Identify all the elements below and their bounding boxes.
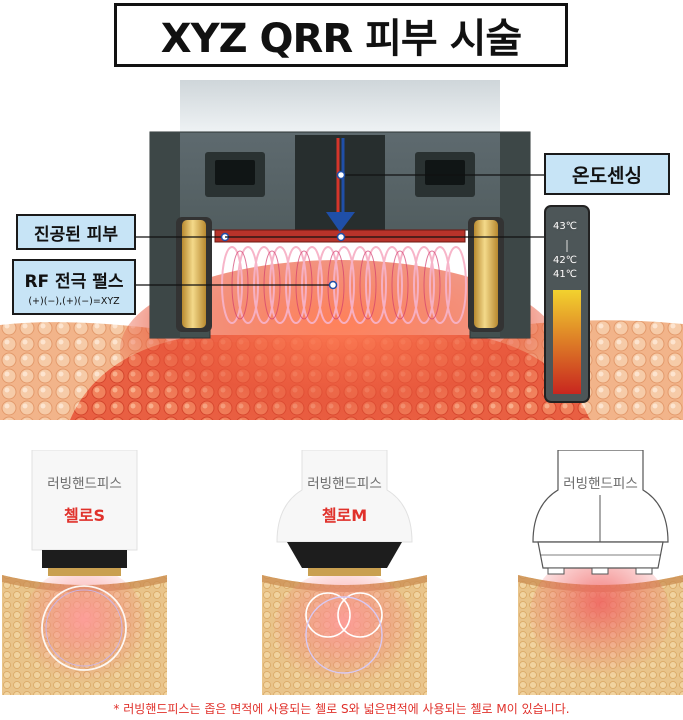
label-rf-pulse: RF 전극 펄스 (+)(−),(+)(−)=XYZ	[12, 259, 136, 315]
page-title: XYZ QRR 피부 시술	[160, 16, 522, 62]
label-vacuum-skin-text: 진공된 피부	[33, 224, 119, 245]
handpiece-panel-outline: 러빙핸드피스	[518, 450, 683, 695]
thermometer-label-low: 41℃	[553, 269, 577, 280]
label-temperature-sensing-text: 온도센싱	[572, 164, 642, 187]
panel-model-s: 첼로S	[64, 506, 105, 525]
footnote: * 러빙핸드피스는 좁은 면적에 사용되는 첼로 S와 넓은면적에 사용되는 첼…	[113, 702, 570, 716]
panel-label-outline: 러빙핸드피스	[563, 476, 638, 492]
panel-label-m: 러빙핸드피스	[307, 476, 382, 492]
diagram-illustration	[0, 80, 683, 420]
handpiece-illustration-s	[2, 450, 167, 695]
handpiece-panel-cello-m: 러빙핸드피스 첼로M	[262, 450, 427, 695]
label-rf-pulse-sub: (+)(−),(+)(−)=XYZ	[28, 296, 120, 307]
label-rf-pulse-title: RF 전극 펄스	[24, 272, 124, 292]
handpiece-illustration-m	[262, 450, 427, 695]
handpiece-illustration-outline	[518, 450, 683, 695]
thermometer-label-mid: 42℃	[553, 255, 577, 266]
panel-label-s: 러빙핸드피스	[47, 476, 122, 492]
rf-handpiece-diagram: 43℃ 42℃ 41℃ 온도센싱 진공된 피부 RF 전극 펄스 (+)(−),…	[0, 80, 683, 420]
panel-model-m: 첼로M	[321, 506, 368, 525]
handpiece-panel-cello-s: 러빙핸드피스 첼로S	[2, 450, 167, 695]
label-temperature-sensing: 온도센싱	[544, 153, 670, 195]
thermometer-label-top: 43℃	[553, 221, 577, 232]
title-box: XYZ QRR 피부 시술	[114, 3, 568, 67]
label-vacuum-skin: 진공된 피부	[16, 214, 136, 250]
